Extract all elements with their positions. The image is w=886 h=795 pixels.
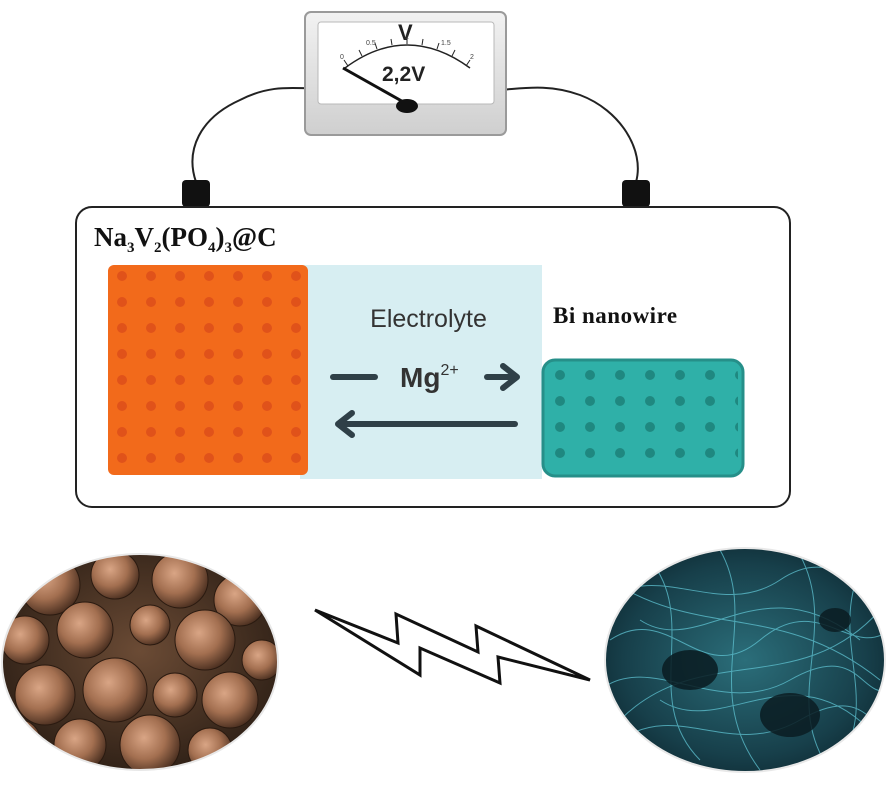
scale-tick-1-5: 1.5	[441, 40, 451, 47]
scale-tick-0-5: 0.5	[366, 40, 376, 47]
electrolyte-region	[300, 265, 542, 479]
cathode-sem-micrograph	[2, 554, 278, 770]
right-wire	[494, 86, 639, 183]
cathode-block	[108, 265, 308, 475]
ion-label: Mg2+	[400, 362, 459, 393]
voltmeter-needle	[342, 66, 408, 106]
right-terminal	[622, 180, 650, 207]
scale-tick-1: 1	[405, 34, 409, 41]
cathode-label: Na3V2(PO4)3@C	[94, 222, 277, 256]
anode-block	[541, 358, 745, 478]
anode-sem-micrograph	[605, 548, 885, 772]
ion-arrows	[330, 363, 520, 438]
voltmeter-icon	[304, 11, 507, 136]
voltmeter-unit: V	[398, 20, 413, 45]
left-terminal	[182, 180, 210, 207]
scale-tick-2: 2	[470, 54, 474, 61]
voltmeter-reading: 2,2V	[382, 63, 426, 86]
anode-label: Bi nanowire	[553, 303, 678, 328]
electrolyte-label: Electrolyte	[370, 305, 487, 333]
lightning-bolt-icon	[314, 608, 591, 686]
scale-tick-0: 0	[340, 54, 344, 61]
left-wire	[191, 86, 321, 183]
